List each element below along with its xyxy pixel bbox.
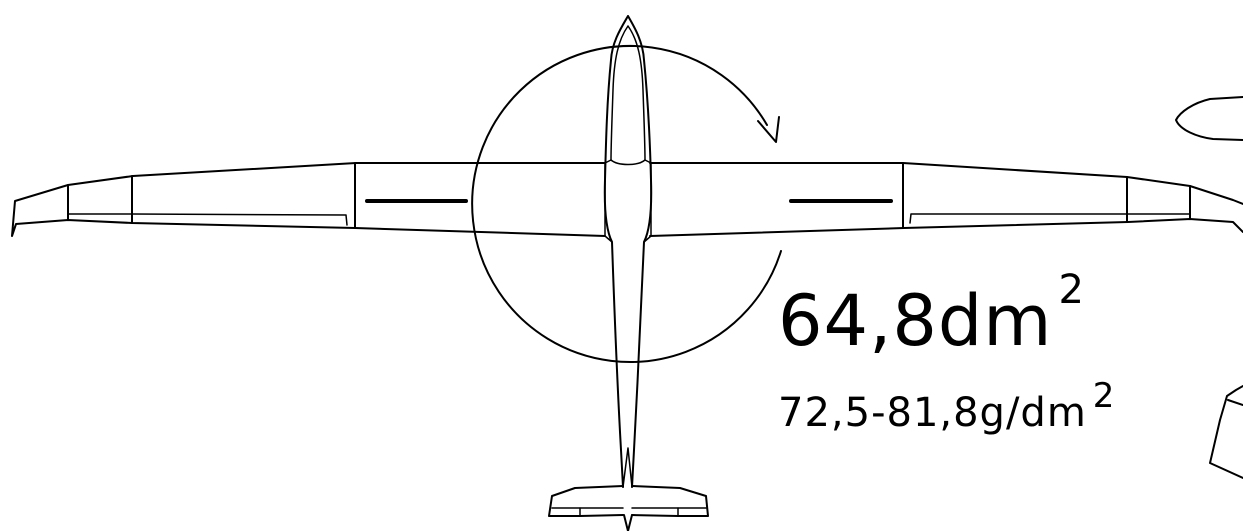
tailplane-outline xyxy=(548,485,709,517)
right-aileron xyxy=(909,213,1191,224)
rotation-arc xyxy=(471,44,782,363)
right-wing-outline xyxy=(649,162,1243,237)
fuselage-outline xyxy=(603,15,653,488)
wing-loading-value: 72,5-81,8g/dm xyxy=(778,390,1087,436)
left-wing-outline xyxy=(11,162,606,237)
wing-loading-exponent: 2 xyxy=(1092,376,1116,416)
side-view-nose-fragment xyxy=(1175,96,1243,141)
rotation-arrowhead xyxy=(757,116,780,143)
side-view-fragment xyxy=(1175,96,1243,479)
side-view-fin-fragment xyxy=(1209,385,1243,479)
right-wing xyxy=(649,162,1243,237)
wing-area-value: 64,8dm xyxy=(778,280,1053,362)
left-aileron xyxy=(67,213,348,226)
left-wing xyxy=(11,162,606,237)
canopy-frame xyxy=(610,159,646,166)
wing-root-fairing-left xyxy=(604,159,613,243)
wing-root-fairing-right xyxy=(643,159,652,243)
fin-base xyxy=(622,447,633,488)
tailplane xyxy=(548,485,709,531)
rotation-arrow xyxy=(471,44,782,363)
fuselage xyxy=(603,15,653,488)
wing-area-exponent: 2 xyxy=(1058,267,1085,313)
canopy-outline xyxy=(610,25,646,161)
rudder-tip xyxy=(623,514,633,531)
